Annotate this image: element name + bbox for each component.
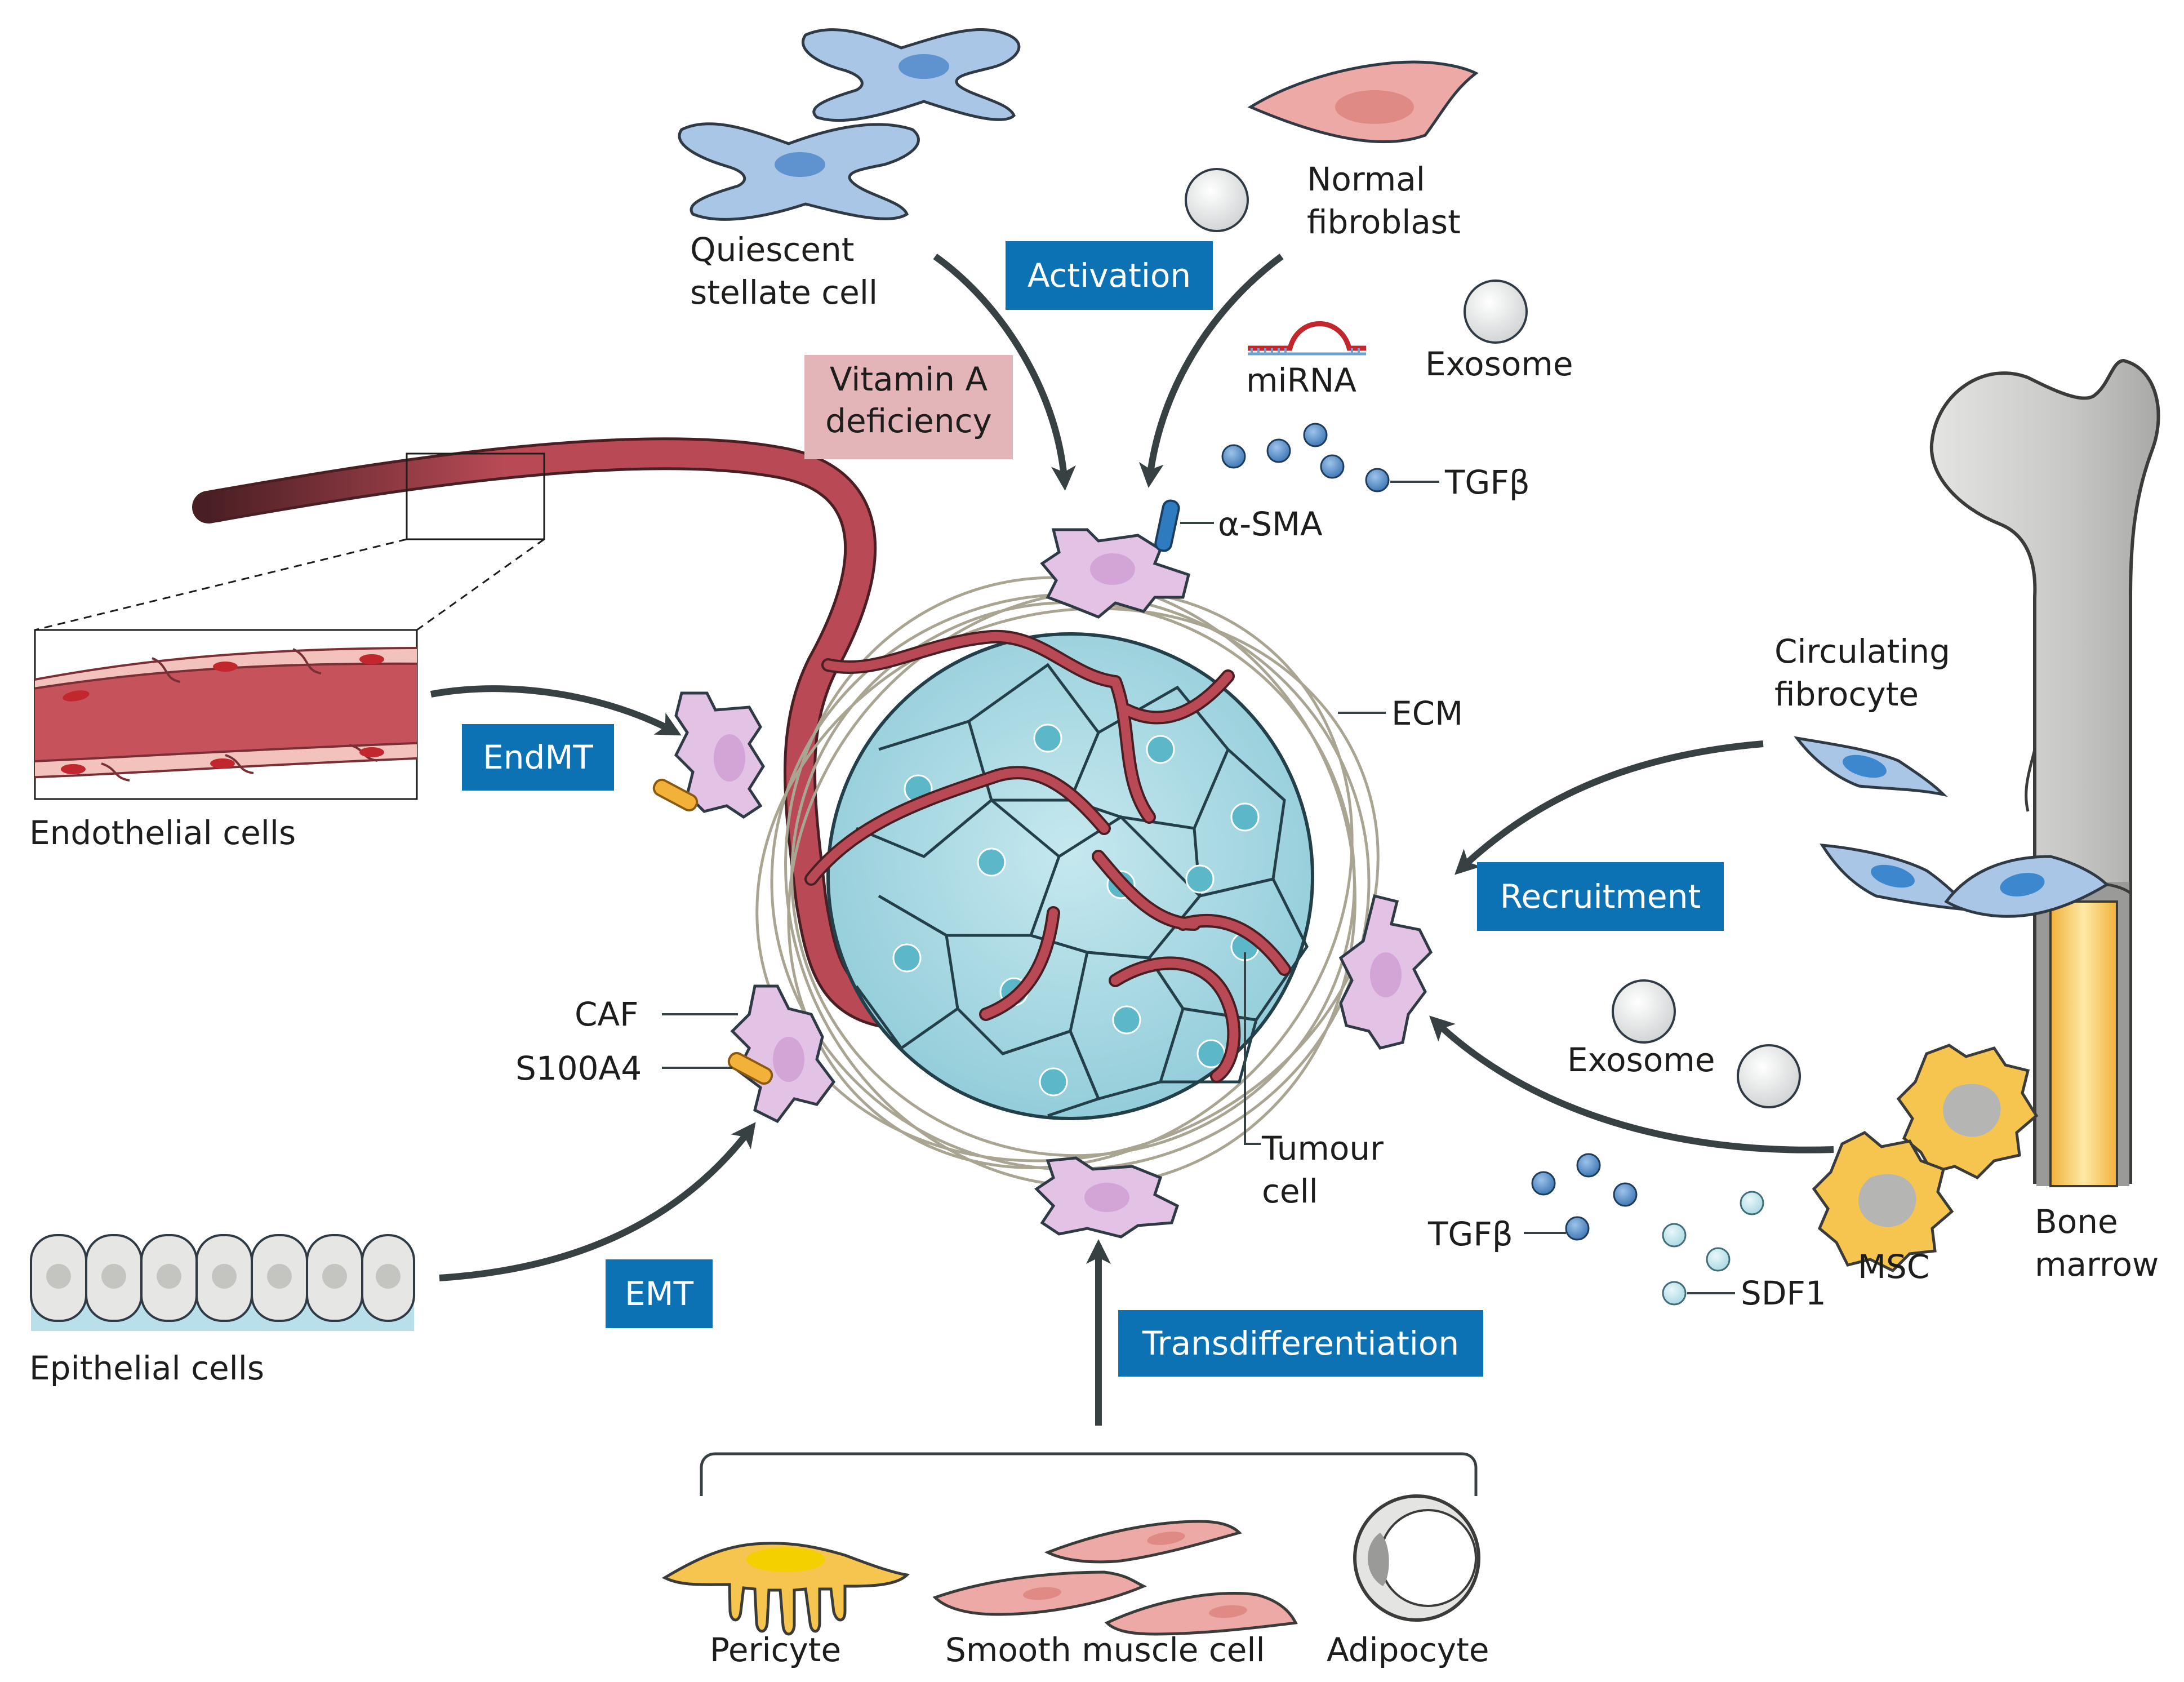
exosome-top-label: Exosome [1425, 345, 1573, 383]
sdf1-label: SDF1 [1741, 1274, 1826, 1312]
tumour-leader-line [1244, 952, 1261, 1145]
tgfb-dot [1320, 454, 1345, 479]
s100a4-marker-endmt [652, 778, 699, 812]
smooth-muscle-label: Smooth muscle cell [945, 1631, 1265, 1669]
exosome-vesicle [1464, 279, 1528, 344]
endothelial-label: Endothelial cells [29, 814, 296, 852]
tgfb-dot [1613, 1182, 1638, 1207]
epithelial-cells [30, 1234, 415, 1331]
tgfb-dot [1221, 444, 1246, 469]
pericyte-cell [661, 1542, 910, 1636]
tgfb-molecules-bottom [1531, 1153, 1638, 1241]
activation-arrow-right [1138, 254, 1284, 488]
activation-box: Activation [1006, 241, 1213, 310]
endmt-box: EndMT [462, 724, 614, 791]
msc-nuclei [1858, 1084, 2001, 1227]
tgfb-dot [1365, 468, 1390, 492]
tgfb-molecules-top [1221, 423, 1390, 492]
arrows [430, 254, 1834, 1426]
tumour-mass [826, 632, 1314, 1120]
s100a4-marker [727, 1051, 773, 1085]
ecm-label: ECM [1391, 694, 1464, 733]
emt-arrow [439, 1122, 756, 1281]
bone-marrow-label: Bone marrow [2035, 1202, 2159, 1284]
mirna-icon [1248, 321, 1366, 356]
msc-arrow [1429, 1015, 1834, 1153]
sdf1-dot [1706, 1247, 1731, 1272]
stellate-nucleus [898, 54, 949, 79]
tgfb-dot [1576, 1153, 1601, 1178]
sdf1-dot [1662, 1223, 1687, 1248]
epithelial-label: Epithelial cells [29, 1349, 265, 1387]
adipocyte-cell [1353, 1494, 1480, 1622]
normal-fibroblast-label: Normal fibroblast [1307, 160, 1461, 241]
transdifferentiation-box: Transdifferentiation [1118, 1310, 1483, 1377]
tgfb-dot [1565, 1216, 1590, 1241]
exosome-vesicle [1185, 168, 1249, 232]
adipocyte-label: Adipocyte [1327, 1631, 1489, 1669]
endmt-arrow [430, 685, 682, 736]
msc-label: MSC [1858, 1248, 1930, 1286]
caf-nuclei [714, 553, 1402, 1212]
sdf1-dot [1740, 1191, 1764, 1215]
source-bracket [700, 1452, 1478, 1496]
s100a4-label: S100A4 [515, 1049, 642, 1088]
emt-box: EMT [606, 1259, 713, 1328]
asma-marker [1154, 499, 1180, 552]
sdf1-dot [1662, 1281, 1687, 1306]
tgfb-top-label: TGFβ [1445, 463, 1530, 502]
fibroblast-nucleus [1335, 90, 1414, 124]
quiescent-stellate-label: Quiescent stellate cell [690, 230, 878, 312]
activation-arrow-left [933, 254, 1076, 491]
tgfb-dot [1266, 438, 1291, 463]
smooth-muscle-nuclei [1023, 1532, 1247, 1618]
zoom-line [416, 538, 545, 631]
circulating-fibrocytes [1794, 736, 2110, 918]
ecm-fibres [755, 576, 1380, 1188]
tumour-capillaries-fill [807, 632, 1289, 1081]
bone-icon [1929, 358, 2160, 1187]
exosome-vesicle [1737, 1044, 1801, 1108]
smooth-muscle-cells [932, 1520, 1298, 1636]
endothelial-cells-panel [34, 629, 418, 800]
tgfb-bottom-label: TGFβ [1428, 1215, 1513, 1253]
sdf1-molecules [1662, 1191, 1764, 1306]
recruitment-box: Recruitment [1477, 862, 1724, 931]
tgfb-dot [1531, 1171, 1556, 1196]
pericyte-label: Pericyte [710, 1631, 842, 1669]
zoom-line [34, 538, 407, 631]
asma-label: α-SMA [1218, 505, 1323, 543]
msc-cells [1812, 1044, 2039, 1273]
recruitment-arrow [1454, 740, 1764, 875]
exosome-vesicle [1612, 979, 1676, 1044]
exosome-right-label: Exosome [1567, 1041, 1715, 1079]
tgfb-dot [1303, 423, 1328, 447]
caf-label: CAF [575, 995, 639, 1033]
tumour-cell-label: Tumour cell [1262, 1129, 1384, 1210]
stellate-cell-group [678, 28, 1021, 221]
circulating-fibrocyte-label: Circulating fibrocyte [1774, 632, 1950, 713]
vitamin-a-deficiency-box: Vitamin A deficiency [804, 355, 1013, 459]
mirna-label: miRNA [1246, 361, 1356, 400]
zoom-box [406, 452, 545, 540]
stellate-nucleus [775, 152, 825, 177]
